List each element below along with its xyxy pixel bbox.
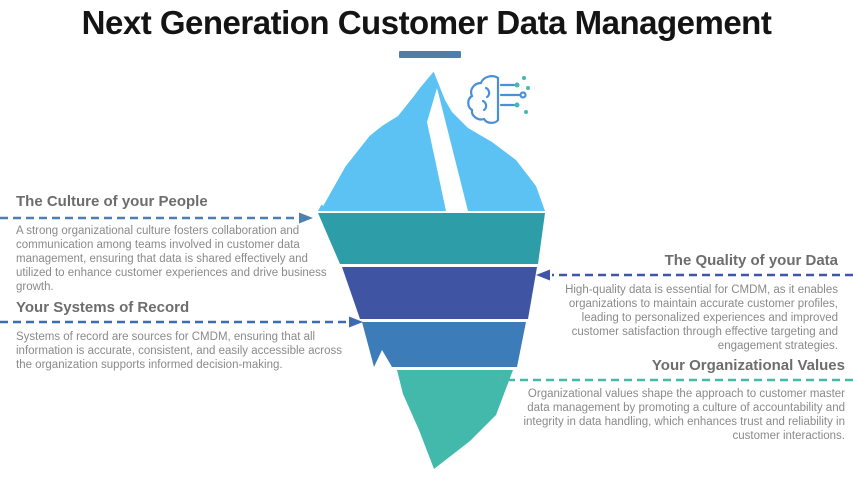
brain-circuit-icon — [467, 75, 527, 124]
heading-values: Your Organizational Values — [651, 357, 845, 374]
arrowhead-culture — [299, 212, 313, 224]
body-quality: High-quality data is essential for CMDM,… — [565, 284, 838, 352]
body-systems: Systems of record are sources for CMDM, … — [16, 331, 342, 371]
iceberg-ridge-highlight — [320, 69, 435, 206]
page-title: Next Generation Customer Data Management — [81, 4, 772, 41]
iceberg-layer-values — [397, 370, 513, 469]
arrowhead-values — [489, 374, 503, 386]
iceberg-layer-systems — [362, 322, 526, 367]
iceberg-layer-culture — [318, 213, 545, 264]
iceberg-layer-quality — [342, 267, 537, 319]
body-culture: A strong organizational culture fosters … — [16, 225, 327, 293]
title-accent-bar — [399, 51, 461, 58]
body-values: Organizational values shape the approach… — [523, 388, 845, 442]
heading-culture: The Culture of your People — [16, 193, 208, 210]
arrowhead-quality — [536, 269, 550, 281]
arrowhead-systems — [349, 316, 363, 328]
heading-quality: The Quality of your Data — [664, 252, 838, 269]
heading-systems: Your Systems of Record — [16, 299, 190, 316]
iceberg-crevasse — [427, 88, 468, 211]
brain-circuit-dots — [514, 76, 530, 114]
